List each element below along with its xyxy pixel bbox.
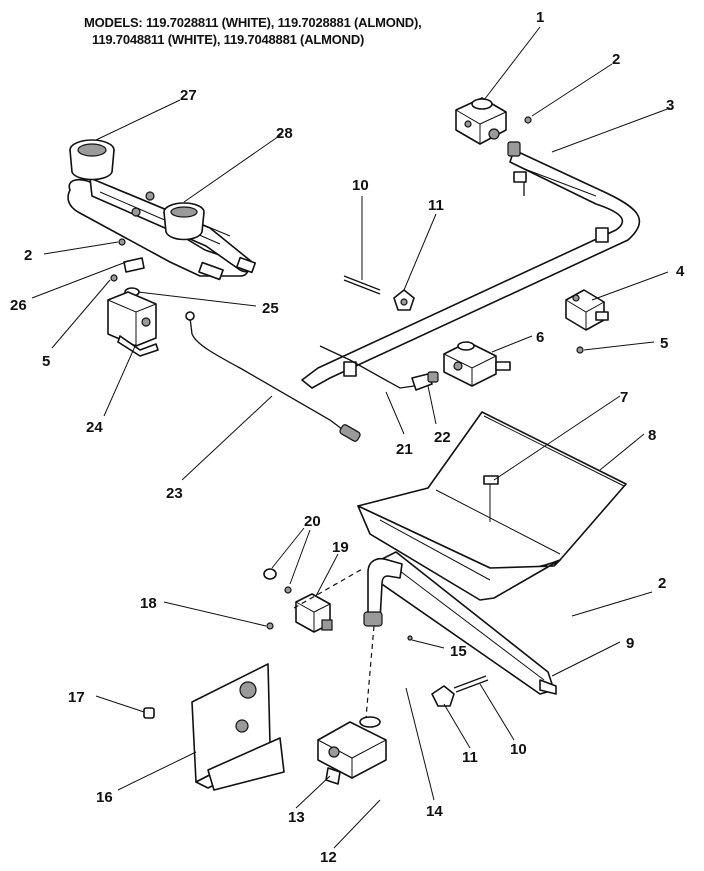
callout-23: 23 [166, 485, 183, 502]
callout-numbers: 1 2 3 27 28 10 11 2 26 25 5 24 4 6 5 7 8… [10, 9, 685, 866]
leader-lines [31, 26, 671, 849]
callout-17: 17 [68, 689, 85, 706]
burner-tube [293, 557, 413, 719]
callout-11: 11 [428, 197, 444, 214]
callout-2: 2 [658, 575, 666, 592]
callout-19: 19 [332, 539, 349, 556]
screw-2-top [524, 116, 532, 124]
mounting-plate [143, 663, 285, 791]
callout-15: 15 [450, 643, 467, 660]
callout-26: 26 [10, 297, 27, 314]
callout-4: 4 [676, 263, 685, 280]
valve-right [565, 289, 609, 331]
callout-25: 25 [262, 300, 279, 317]
callout-5: 5 [42, 353, 50, 370]
callout-3: 3 [666, 97, 674, 114]
callout-10: 10 [510, 741, 527, 758]
callout-11: 11 [462, 749, 478, 766]
rod-top [343, 275, 381, 295]
callout-8: 8 [648, 427, 656, 444]
callout-28: 28 [276, 125, 293, 142]
burner-box [357, 411, 627, 601]
callout-14: 14 [426, 803, 443, 820]
callout-12: 12 [320, 849, 337, 866]
callout-16: 16 [96, 789, 113, 806]
igniter-switch [263, 568, 333, 633]
bracket [107, 291, 159, 357]
callout-9: 9 [626, 635, 634, 652]
burner-assembly [67, 139, 257, 281]
valve-fitting-top [455, 97, 507, 145]
callout-18: 18 [140, 595, 157, 612]
tubing-and-fitting [319, 345, 439, 391]
orifice-top [393, 289, 415, 311]
callout-6: 6 [536, 329, 544, 346]
callout-21: 21 [396, 441, 413, 458]
callout-7: 7 [620, 389, 628, 406]
models-line-1: MODELS: 119.7028811 (WHITE), 119.7028881… [84, 15, 422, 30]
callout-13: 13 [288, 809, 305, 826]
callout-10: 10 [352, 177, 369, 194]
callout-2: 2 [24, 247, 32, 264]
callout-5: 5 [660, 335, 668, 352]
models-line-2: 119.7048811 (WHITE), 119.7048881 (ALMOND… [92, 32, 365, 47]
orifice-and-rod-bottom [431, 675, 489, 707]
screw-5-right [576, 346, 584, 354]
callout-22: 22 [434, 429, 451, 446]
small-hardware-left [110, 238, 145, 297]
callout-27: 27 [180, 87, 197, 104]
callout-24: 24 [86, 419, 103, 436]
igniter-wire [185, 311, 361, 442]
callout-2: 2 [612, 51, 620, 68]
callout-1: 1 [536, 9, 544, 26]
models-header: MODELS: 119.7028811 (WHITE), 119.7028881… [84, 14, 544, 48]
callout-20: 20 [304, 513, 321, 530]
manifold-pipe [301, 141, 641, 389]
valve-center [443, 341, 511, 387]
gas-valve-bottom [317, 716, 387, 785]
